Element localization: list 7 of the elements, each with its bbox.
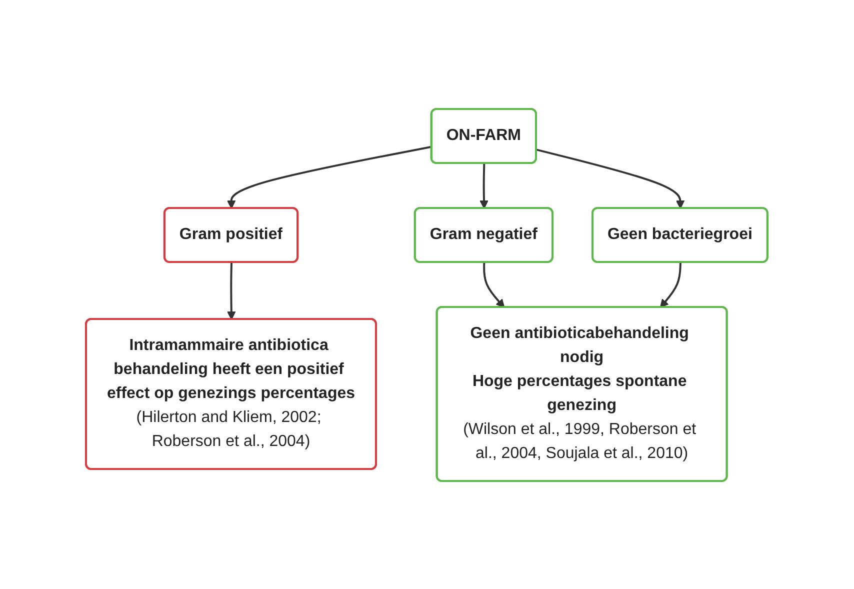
arrow [660,262,682,308]
arrow [480,162,489,208]
arrow [483,262,506,308]
node-text: Intramammaire antibiotica behandeling heeft een positief effect op genezings percentages (Hilerton and Kliem, 2002; Roberson et al., 2004) [107,336,356,450]
arrow [227,145,432,208]
arrow [536,148,685,208]
arrow [227,262,236,320]
